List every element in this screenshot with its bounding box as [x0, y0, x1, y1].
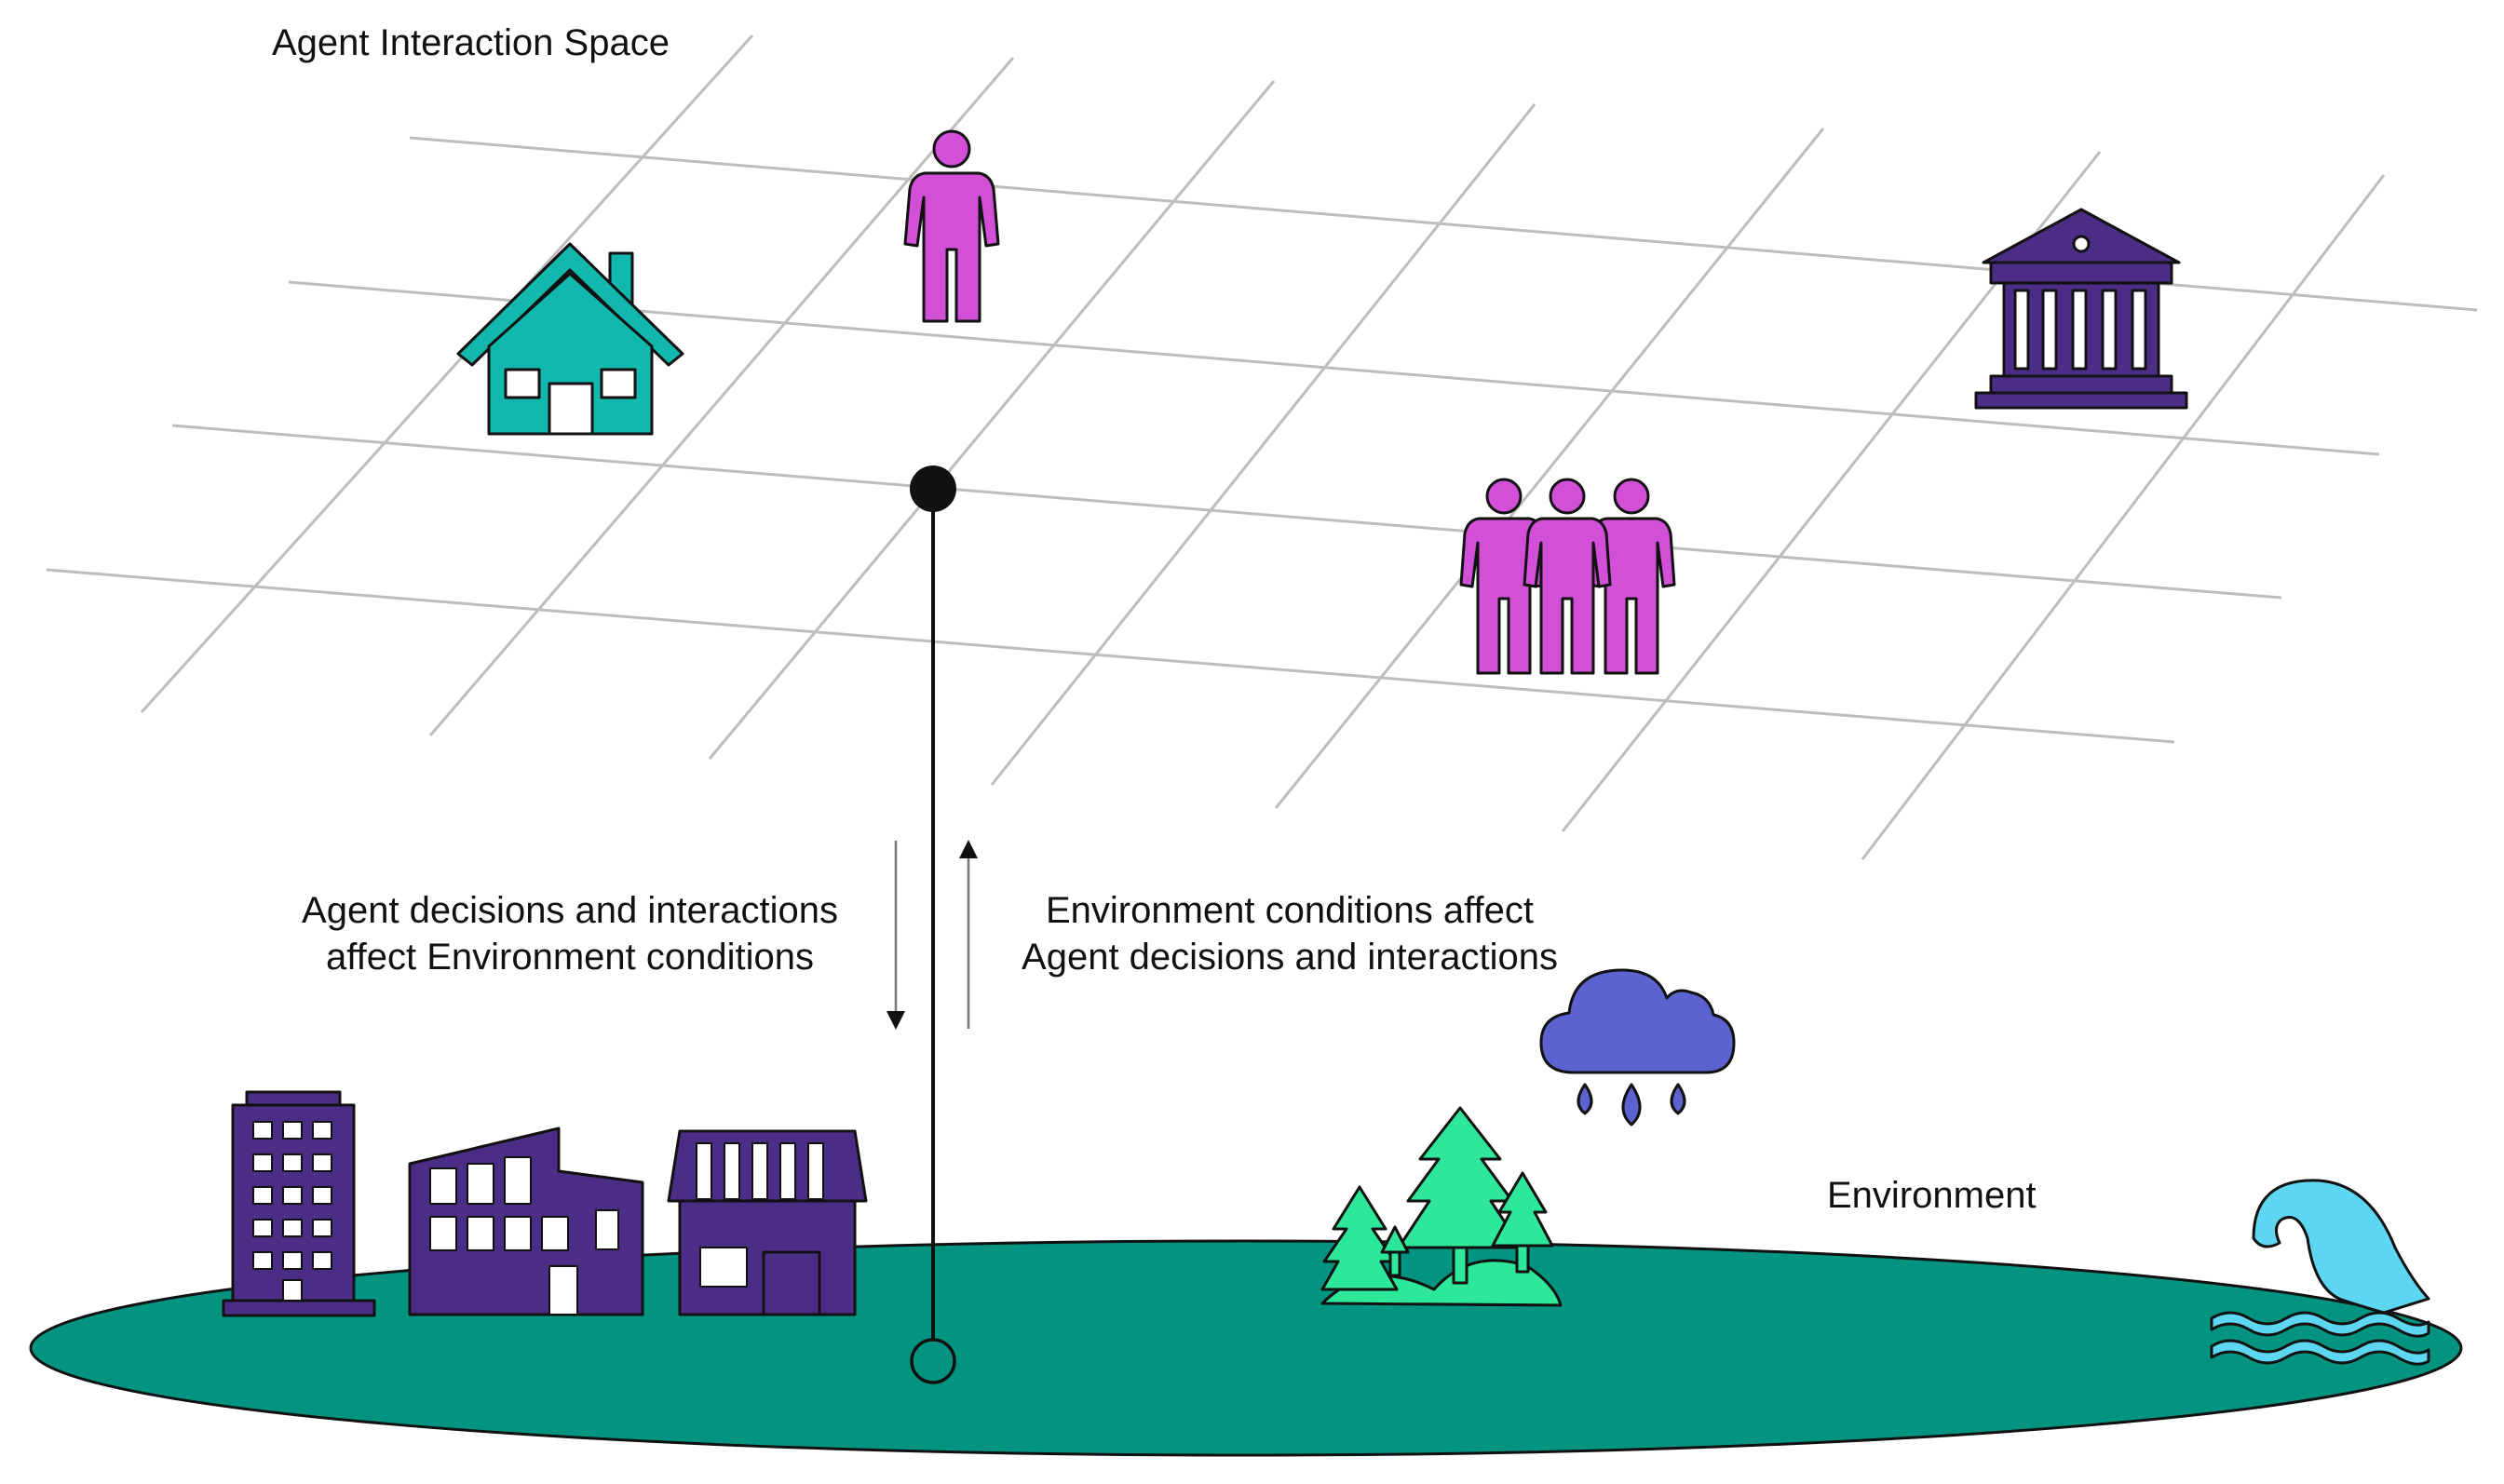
up-arrow-text-line-1: Environment conditions affect	[1046, 890, 1534, 931]
house-icon	[456, 242, 684, 436]
government-building-icon	[1974, 208, 2188, 410]
environment-label: Environment	[1827, 1175, 2037, 1216]
agent-space-grid	[46, 34, 2478, 860]
apartment-building-icon	[222, 1090, 376, 1317]
up-arrow	[959, 840, 978, 1029]
connector-top-node	[910, 465, 956, 512]
connector-bottom-node	[910, 1338, 956, 1384]
pine-trees-icon	[1320, 1106, 1563, 1307]
rain-cloud-icon	[1539, 968, 1736, 1126]
factory-icon	[408, 1126, 644, 1316]
person-icon	[903, 129, 1000, 323]
down-arrow	[887, 841, 905, 1030]
storefront-icon	[667, 1129, 868, 1316]
down-arrow-text-line-2: affect Environment conditions	[326, 937, 814, 978]
agent-space-label: Agent Interaction Space	[272, 22, 670, 63]
down-arrow-text-line-1: Agent decisions and interactions	[302, 890, 838, 931]
environment-ground	[29, 1239, 2463, 1457]
layer-connector	[910, 465, 956, 1384]
group-of-people-icon	[1459, 478, 1676, 675]
up-arrow-text-line-2: Agent decisions and interactions	[1022, 937, 1558, 978]
ocean-wave-icon	[2210, 1179, 2430, 1366]
